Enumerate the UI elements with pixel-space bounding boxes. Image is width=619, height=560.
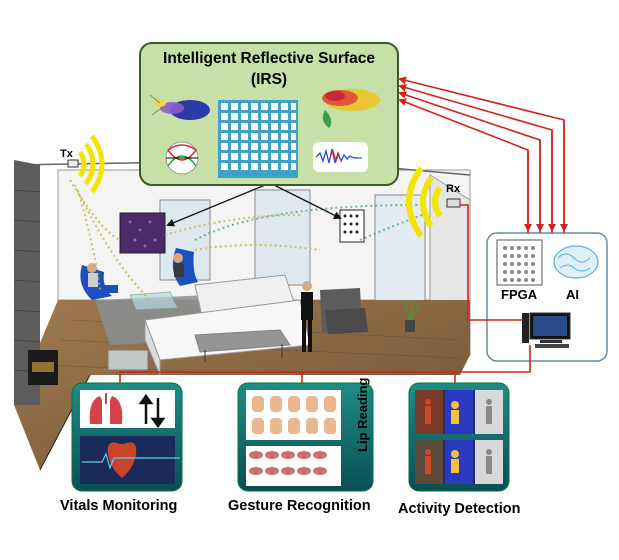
irs-title: Intelligent Reflective Surface <box>163 50 375 67</box>
irs-panel-wall <box>119 212 166 254</box>
standing-person <box>301 281 313 352</box>
irs-panel-window <box>339 209 365 243</box>
gray-armchair <box>320 288 368 334</box>
activity-panel <box>408 382 510 492</box>
ai-label: AI <box>566 287 579 302</box>
beam-pattern-icon <box>149 94 210 120</box>
polarization-plot-icon <box>165 141 199 175</box>
irs-link <box>269 182 342 219</box>
signal-paths <box>69 179 321 301</box>
waveform-icon <box>313 142 368 172</box>
irs-subtitle: (IRS) <box>250 71 288 88</box>
glass-table <box>129 291 179 311</box>
window <box>254 189 311 286</box>
computer-icon <box>522 312 571 348</box>
lungs-icon <box>89 393 123 424</box>
side-table <box>107 349 149 371</box>
gesture-panel <box>237 382 374 492</box>
up-down-arrows-icon <box>138 393 166 429</box>
tx-antenna <box>67 134 105 194</box>
rx-antenna <box>406 166 461 238</box>
room-scene <box>13 159 471 471</box>
gesture-recognition-label: Gesture Recognition <box>228 498 371 514</box>
irs-link <box>166 182 271 227</box>
vitals-panel <box>71 382 183 492</box>
tx-label: Tx <box>60 148 73 160</box>
blue-chair <box>80 263 118 300</box>
heart-icon <box>82 442 180 478</box>
coffee-table <box>194 329 291 353</box>
brain-icon <box>553 245 599 279</box>
lip-reading-label: Lip Reading <box>355 377 370 452</box>
activity-detection-label: Activity Detection <box>398 501 521 517</box>
plant <box>403 299 421 332</box>
fpga-label: FPGA <box>501 287 538 302</box>
vitals-monitoring-label: Vitals Monitoring <box>60 498 178 514</box>
metasurface-grid <box>218 100 298 178</box>
radiation-pattern-icon <box>322 89 380 128</box>
stone-pillar <box>13 160 58 405</box>
signal-paths-green <box>194 204 431 241</box>
irs-box <box>139 42 399 186</box>
rx-label: Rx <box>446 183 461 195</box>
processing-unit <box>486 232 608 362</box>
feedback-lines <box>119 76 568 385</box>
blue-chair <box>172 248 198 286</box>
